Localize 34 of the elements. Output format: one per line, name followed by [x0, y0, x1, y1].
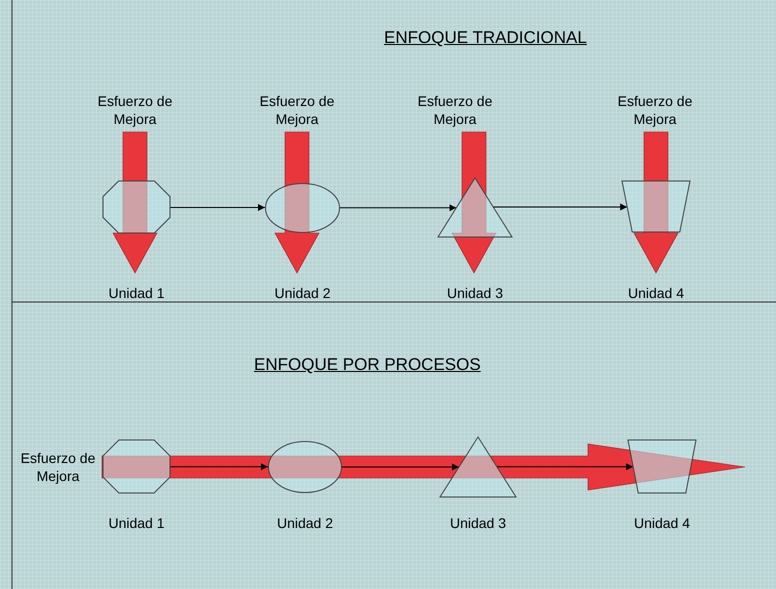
- ellipse-shape: [268, 441, 342, 493]
- section-heading: ENFOQUE POR PROCESOS: [254, 355, 481, 375]
- unit-label: Unidad 4: [626, 284, 686, 302]
- block-arrow: [634, 132, 678, 274]
- octagon-shape: [103, 181, 170, 233]
- unit-label: Unidad 2: [273, 284, 332, 302]
- arrow: [342, 464, 460, 470]
- section-heading: ENFOQUE TRADICIONAL: [384, 28, 587, 48]
- unit-label: Unidad 3: [448, 514, 508, 532]
- unit-label: Unidad 1: [107, 284, 166, 302]
- text-label: Esfuerzo de Mejora: [16, 449, 100, 485]
- triangle-shape: [440, 437, 516, 497]
- arrow: [170, 463, 268, 470]
- trapezoid-shape: [628, 440, 696, 493]
- arrow: [170, 204, 266, 211]
- ellipse-shape: [265, 183, 340, 233]
- unit-label: Unidad 4: [632, 514, 692, 532]
- text-label: Esfuerzo de Mejora: [242, 92, 352, 128]
- arrow: [340, 204, 457, 212]
- unit-label: Unidad 1: [107, 514, 166, 532]
- octagon-shape: [103, 440, 170, 493]
- arrow: [496, 463, 634, 470]
- unit-label: Unidad 3: [446, 284, 504, 302]
- arrow: [492, 204, 628, 210]
- text-label: Esfuerzo de Mejora: [400, 92, 510, 128]
- block-arrow: [102, 444, 746, 490]
- unit-label: Unidad 2: [276, 514, 334, 532]
- block-arrow: [274, 132, 320, 274]
- text-label: Esfuerzo de Mejora: [600, 92, 710, 128]
- triangle-shape: [438, 178, 512, 237]
- text-label: Esfuerzo de Mejora: [80, 92, 190, 128]
- block-arrow: [452, 132, 496, 274]
- trapezoid-shape: [622, 181, 690, 232]
- block-arrow: [112, 132, 158, 274]
